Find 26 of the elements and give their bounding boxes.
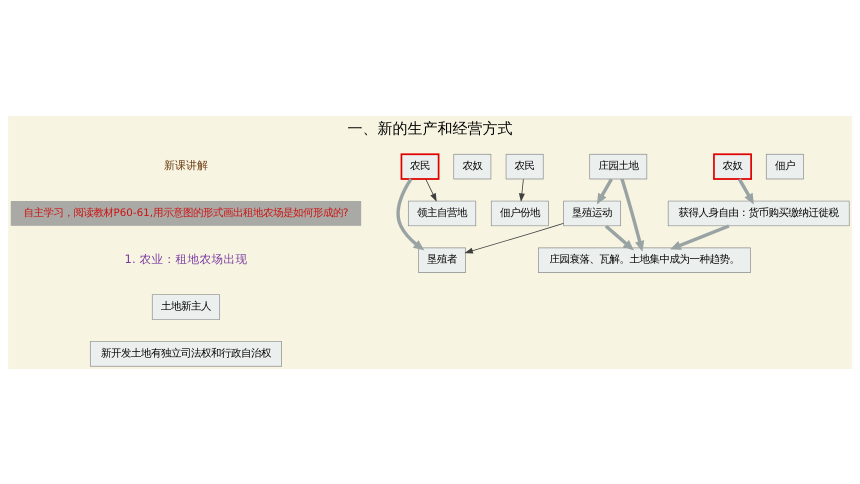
arrow — [396, 178, 424, 250]
node-box: 佃户 — [766, 153, 804, 179]
node-box: 垦殖运动 — [563, 200, 622, 226]
node-box: 农民 — [506, 153, 544, 179]
arrow — [425, 178, 437, 202]
node-box: 土地新主人 — [152, 294, 220, 320]
arrow — [596, 178, 613, 204]
node-box: 垦殖者 — [418, 247, 466, 272]
node-box: 领主自营地 — [408, 200, 476, 226]
node-box: 获得人身自由：货币购买缴纳迁徙税 — [668, 200, 850, 226]
label: 新课讲解 — [164, 158, 208, 172]
node-box: 庄园衰落、瓦解。土地集中成为一种趋势。 — [538, 247, 751, 272]
arrow — [464, 222, 564, 254]
arrow — [518, 178, 525, 202]
node-box: 庄园土地 — [589, 153, 648, 179]
node-box: 新开发土地有独立司法权和行政自治权 — [90, 340, 282, 366]
node-box: 佃户份地 — [490, 200, 549, 226]
node-box: 农奴 — [453, 153, 492, 179]
arrow — [738, 178, 754, 204]
diagram-title: 一、新的生产和经营方式 — [348, 119, 512, 138]
arrow — [620, 178, 644, 252]
label: 1. 农业：租地农场出现 — [124, 252, 248, 266]
arrow — [604, 224, 634, 250]
node-box: 农民 — [400, 152, 440, 180]
node-box: 农奴 — [713, 152, 752, 180]
label: 自主学习，阅读教材P60-61,用示意图的形式画出租地农场是如何形成的? — [24, 206, 348, 218]
